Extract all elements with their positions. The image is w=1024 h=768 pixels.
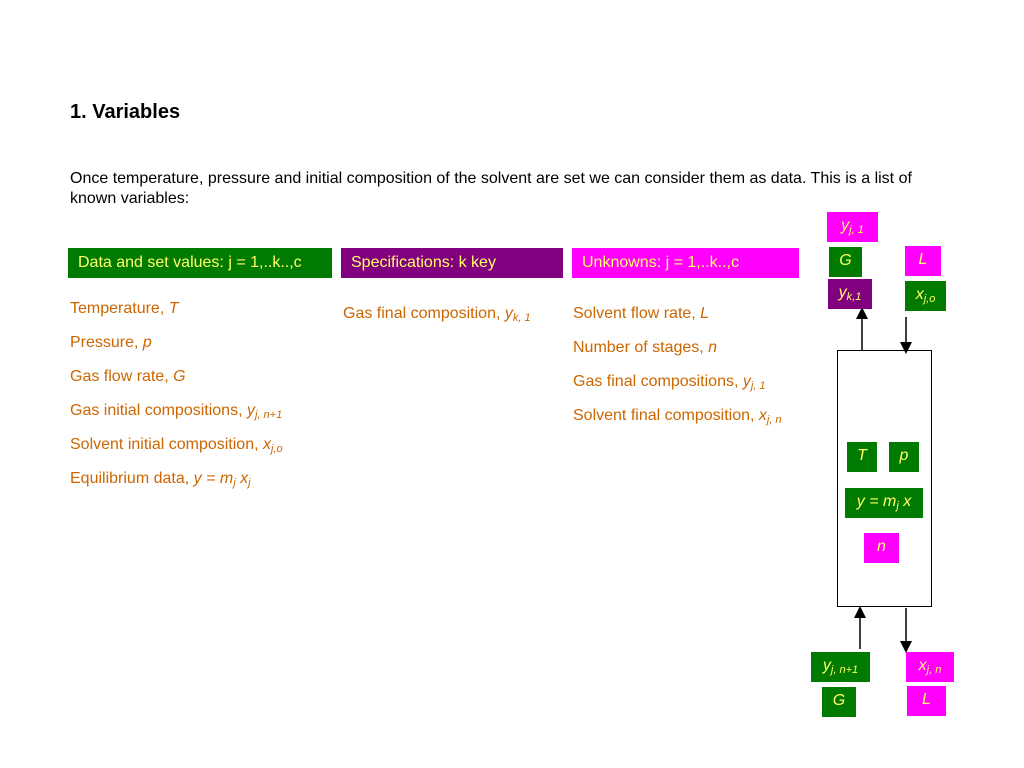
temperature-box: T	[847, 442, 877, 472]
unknown-item: Number of stages, n	[573, 339, 718, 356]
top-gas-flow: G	[829, 247, 862, 277]
unknown-item: Solvent final composition, xj, n	[573, 407, 782, 426]
header-unknowns: Unknowns: j = 1,..k..,c	[572, 248, 799, 278]
bottom-solvent-flow: L	[907, 686, 946, 716]
bottom-gas-inlet-composition: yj, n+1	[811, 652, 870, 682]
pressure-box: p	[889, 442, 919, 472]
header-data: Data and set values: j = 1,..k..,c	[68, 248, 332, 278]
data-item: Gas initial compositions, yj, n+1	[70, 402, 283, 421]
spec-item: Gas final composition, yk, 1	[343, 305, 531, 324]
bottom-gas-flow: G	[822, 687, 856, 717]
absorption-column	[837, 350, 932, 607]
top-solvent-flow: L	[905, 246, 941, 276]
stages-box: n	[864, 533, 899, 563]
unknown-item: Solvent flow rate, L	[573, 305, 710, 322]
data-item: Gas flow rate, G	[70, 368, 186, 385]
data-item: Temperature, T	[70, 300, 179, 317]
top-key-composition: yk,1	[828, 279, 872, 309]
top-solvent-initial-composition: xj,o	[905, 281, 946, 311]
data-item: Pressure, p	[70, 334, 152, 351]
bottom-solvent-outlet-composition: xj, n	[906, 652, 954, 682]
page-title: 1. Variables	[70, 101, 181, 123]
data-item: Equilibrium data, y = mj xj	[70, 470, 251, 489]
intro-paragraph: Once temperature, pressure and initial c…	[70, 170, 912, 207]
top-gas-outlet-composition: yj, 1	[827, 212, 878, 242]
equilibrium-box: y = mj x	[845, 488, 923, 518]
data-item: Solvent initial composition, xj,o	[70, 436, 283, 455]
unknown-item: Gas final compositions, yj, 1	[573, 373, 766, 392]
header-specifications: Specifications: k key	[341, 248, 563, 278]
